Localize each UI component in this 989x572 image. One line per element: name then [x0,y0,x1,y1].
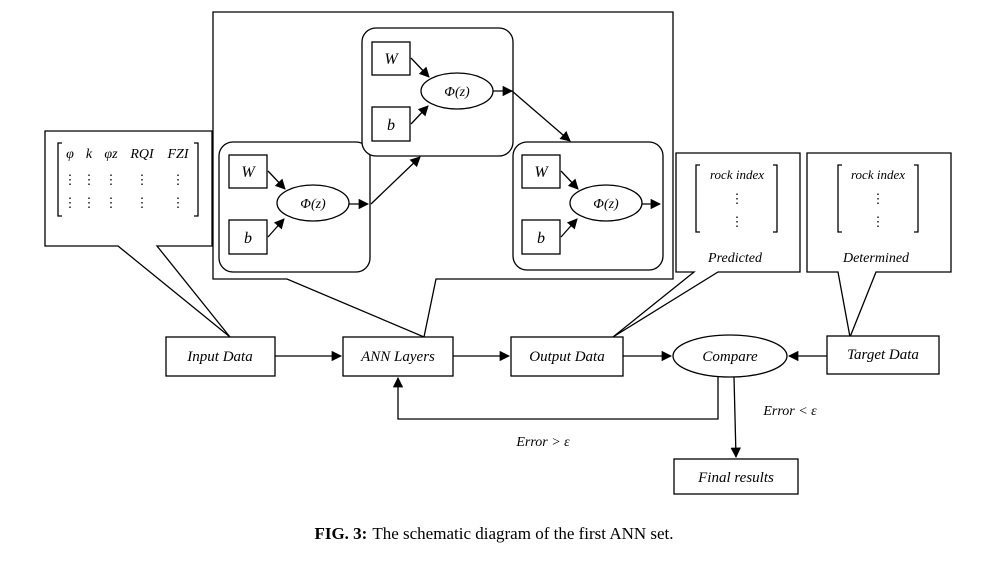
bias-box [371,106,411,142]
input-data-label: Input Data [186,349,252,365]
error-less-label: Error < ε [762,404,817,419]
determined-header: rock index [851,167,905,182]
matrix-dots: ⋮ [731,191,744,206]
layer-2-to-3-edge [511,90,571,142]
svg-text:⋮: ⋮ [64,195,77,210]
activation-node [569,184,643,222]
compare-node: Compare [672,334,788,378]
predicted-header: rock index [710,167,764,182]
activation-label: Φ(z) [300,197,326,212]
bias-box [521,219,561,255]
activation-label: Φ(z) [593,197,619,212]
weight-box [371,41,411,76]
layer-1-to-2-edge [370,156,421,205]
svg-text:⋮: ⋮ [64,172,77,187]
output-data-node: Output Data [510,336,624,377]
svg-text:⋮: ⋮ [83,195,96,210]
matrix-dots: ⋮ [731,214,744,229]
column-fzi: FZI [167,147,190,162]
column-phi-z: φz [104,147,118,162]
bias-label: b [537,230,545,247]
bias-label: b [244,230,252,247]
target-data-node: Target Data [826,335,940,375]
activation-label: Φ(z) [444,85,470,100]
weight-box [521,154,561,189]
error-greater-label: Error > ε [515,435,570,450]
matrix-dots: ⋮ [872,191,885,206]
ann-layers-label: ANN Layers [360,349,435,365]
target-data-label: Target Data [847,347,919,363]
matrix-dots: ⋮ [872,214,885,229]
input-callout: φ k φz RQI FZI ⋮ ⋮ ⋮ ⋮ ⋮ ⋮ ⋮ ⋮ ⋮ ⋮ [44,130,231,338]
svg-text:⋮: ⋮ [105,172,118,187]
svg-text:⋮: ⋮ [136,195,149,210]
column-k: k [86,147,93,162]
caption-text: The schematic diagram of the first ANN s… [372,524,673,543]
matrix-dots: ⋮ ⋮ ⋮ ⋮ ⋮ ⋮ ⋮ ⋮ ⋮ ⋮ [64,172,185,210]
svg-text:⋮: ⋮ [136,172,149,187]
svg-text:⋮: ⋮ [105,195,118,210]
column-phi: φ [66,147,74,162]
final-results-node: Final results [673,458,799,495]
layer-3: W b Φ(z) [512,141,664,271]
ann-layers-node: ANN Layers [342,336,454,377]
bias-box [228,219,268,255]
ann-layers-callout: W b Φ(z) W b Φ(z) W b [212,11,674,338]
column-rqi: RQI [129,147,155,162]
weight-label: W [384,51,399,68]
caption-label: FIG. 3: [314,524,367,543]
feedback-loop-arrow [392,376,719,420]
output-data-label: Output Data [529,349,604,365]
weight-label: W [534,164,549,181]
weight-box [228,154,268,189]
layer-1: W b Φ(z) [218,141,371,273]
final-results-label: Final results [697,470,774,486]
predicted-label: Predicted [707,251,763,266]
activation-node [276,184,350,222]
compare-to-final-arrow [730,376,741,459]
bias-label: b [387,117,395,134]
svg-text:⋮: ⋮ [83,172,96,187]
determined-callout: rock index ⋮ ⋮ Determined [806,152,952,340]
determined-label: Determined [842,251,910,266]
svg-text:⋮: ⋮ [172,195,185,210]
figure-caption: FIG. 3: The schematic diagram of the firs… [314,524,673,543]
predicted-callout: rock index ⋮ ⋮ Predicted [612,152,801,338]
input-data-node: Input Data [165,336,276,377]
compare-label: Compare [702,349,758,365]
svg-text:⋮: ⋮ [172,172,185,187]
weight-label: W [241,164,256,181]
layer-2: W b Φ(z) [361,27,514,157]
